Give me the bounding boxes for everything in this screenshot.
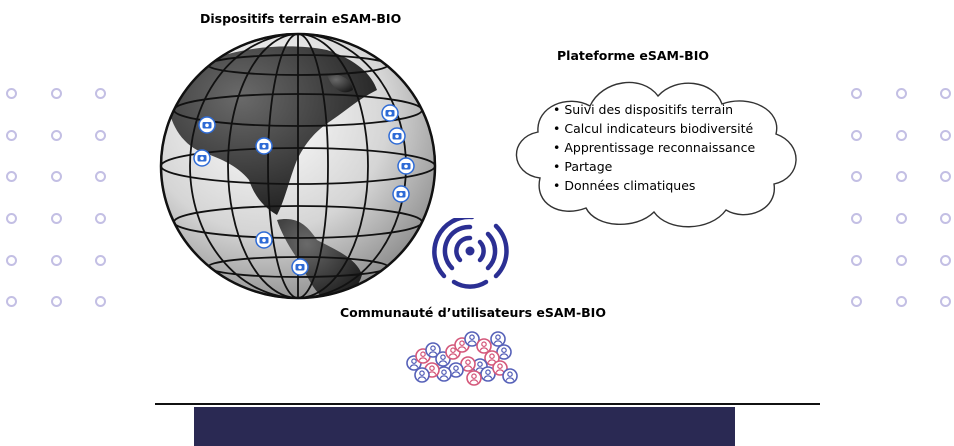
decorative-dot <box>851 213 862 224</box>
decorative-dot <box>851 171 862 182</box>
decorative-dot <box>896 88 907 99</box>
globe-icon <box>159 32 437 300</box>
feature-item: Calcul indicateurs biodiversité <box>553 119 755 138</box>
decorative-dot <box>6 255 17 266</box>
platform-feature-list: Suivi des dispositifs terrain Calcul ind… <box>553 100 755 195</box>
decorative-dot <box>51 296 62 307</box>
feature-item: Apprentissage reconnaissance <box>553 138 755 157</box>
decorative-dot <box>851 88 862 99</box>
camera-marker-icon <box>255 137 273 155</box>
user-icon <box>476 338 492 354</box>
user-icon <box>480 366 496 382</box>
decorative-dot <box>940 213 951 224</box>
feature-item: Suivi des dispositifs terrain <box>553 100 755 119</box>
user-icon <box>466 370 482 386</box>
decorative-dot <box>896 171 907 182</box>
decorative-dot <box>851 255 862 266</box>
decorative-dot <box>6 296 17 307</box>
camera-marker-icon <box>397 157 415 175</box>
decorative-dot <box>851 296 862 307</box>
community-title: Communauté d’utilisateurs eSAM-BIO <box>340 305 606 320</box>
decorative-dot <box>940 130 951 141</box>
user-icon <box>460 356 476 372</box>
user-icon <box>490 331 506 347</box>
decorative-dot <box>896 213 907 224</box>
user-icon <box>464 331 480 347</box>
decorative-dot <box>6 213 17 224</box>
camera-marker-icon <box>255 231 273 249</box>
feature-item: Partage <box>553 157 755 176</box>
decorative-dot <box>51 130 62 141</box>
decorative-dot <box>51 255 62 266</box>
decorative-dot <box>851 130 862 141</box>
camera-marker-icon <box>198 116 216 134</box>
user-icon <box>502 368 518 384</box>
decorative-dot <box>51 88 62 99</box>
user-icon <box>436 366 452 382</box>
user-icon <box>414 367 430 383</box>
decorative-dot <box>95 130 106 141</box>
user-icon <box>496 344 512 360</box>
decorative-dot <box>940 296 951 307</box>
decorative-dot <box>6 88 17 99</box>
wireless-signal-icon <box>432 218 509 289</box>
decorative-dot <box>6 171 17 182</box>
decorative-dot <box>95 296 106 307</box>
decorative-dot <box>896 130 907 141</box>
decorative-dot <box>95 213 106 224</box>
camera-marker-icon <box>381 104 399 122</box>
decorative-dot <box>95 255 106 266</box>
user-icon <box>425 342 441 358</box>
decorative-dot <box>896 255 907 266</box>
footer-band <box>194 407 735 446</box>
decorative-dot <box>940 171 951 182</box>
feature-item: Données climatiques <box>553 176 755 195</box>
user-community-icon <box>406 331 518 386</box>
decorative-dot <box>940 88 951 99</box>
decorative-dot <box>940 255 951 266</box>
decorative-dot <box>95 88 106 99</box>
camera-marker-icon <box>291 258 309 276</box>
decorative-dot <box>896 296 907 307</box>
camera-marker-icon <box>392 185 410 203</box>
camera-marker-icon <box>388 127 406 145</box>
divider-line <box>155 403 820 405</box>
decorative-dot <box>6 130 17 141</box>
decorative-dot <box>95 171 106 182</box>
camera-marker-icon <box>193 149 211 167</box>
devices-title: Dispositifs terrain eSAM-BIO <box>200 11 402 26</box>
decorative-dot <box>51 171 62 182</box>
decorative-dot <box>51 213 62 224</box>
platform-title: Plateforme eSAM-BIO <box>557 48 709 63</box>
user-icon <box>492 360 508 376</box>
